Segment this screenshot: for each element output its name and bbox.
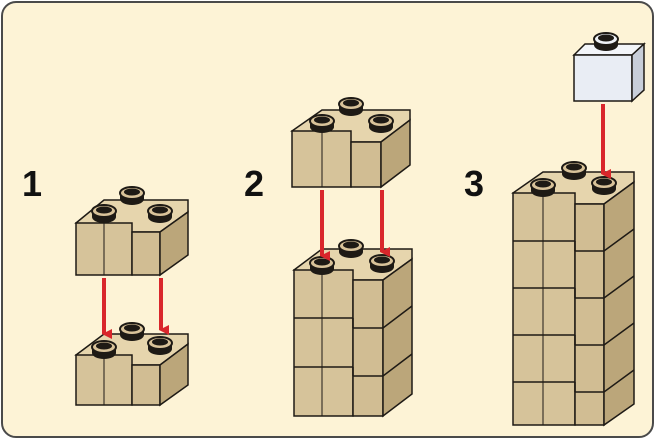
step-number-2: 2	[244, 163, 265, 204]
step-3-group	[511, 32, 646, 427]
step-number-3: 3	[464, 163, 485, 204]
step-2-group	[290, 97, 413, 418]
step-number-1: 1	[22, 163, 43, 204]
step2-tower	[292, 239, 413, 418]
step2-top-brick	[290, 97, 411, 189]
step-1-group	[74, 186, 189, 407]
step3-white-brick	[572, 32, 646, 103]
step1-bottom-brick	[74, 322, 189, 407]
step3-tower	[511, 161, 635, 427]
step1-top-brick	[74, 186, 189, 277]
